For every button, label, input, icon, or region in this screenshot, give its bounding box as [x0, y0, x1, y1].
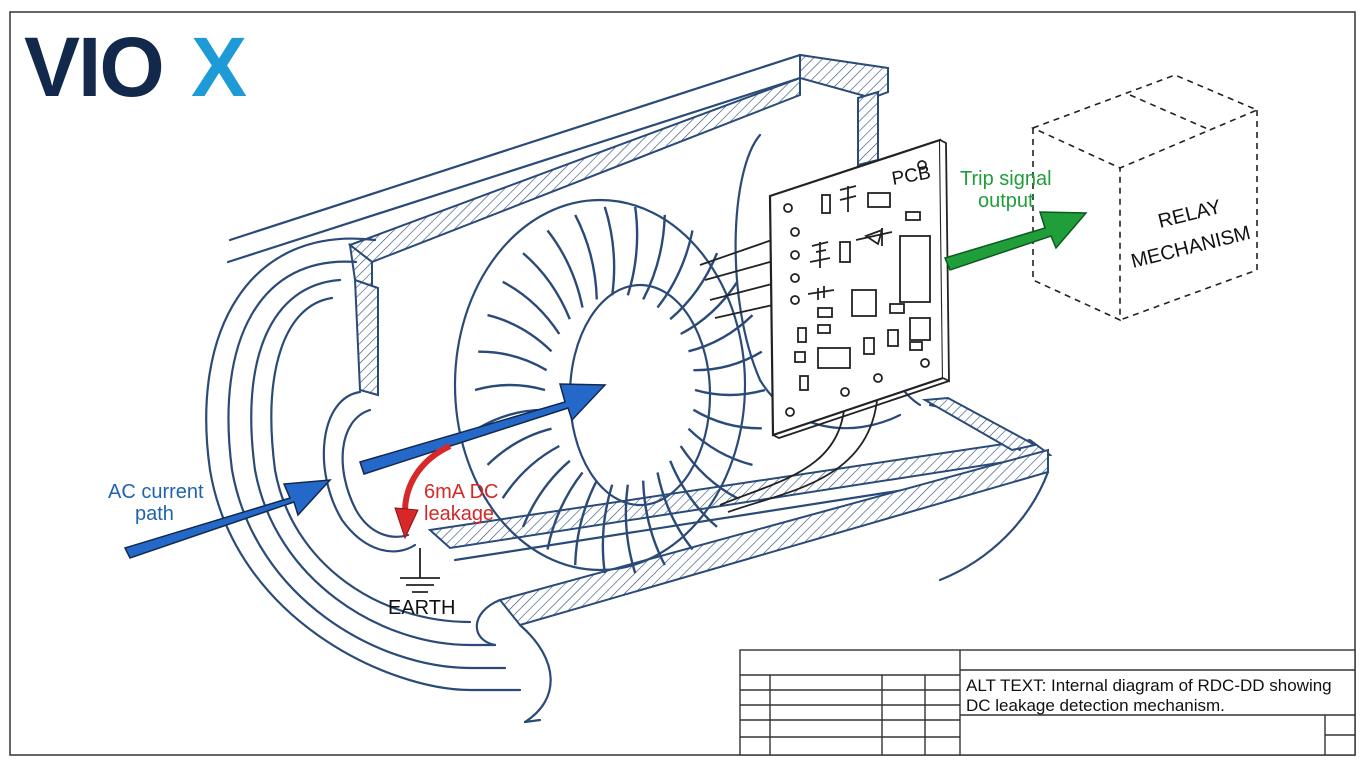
winding-turn [601, 484, 614, 574]
winding-turn [679, 445, 738, 500]
winding-turn [687, 427, 753, 467]
toroid-windings [474, 206, 766, 574]
winding-turn [546, 471, 584, 550]
winding-turn [521, 459, 571, 528]
winding-turn [624, 484, 637, 574]
winding-turn [626, 206, 639, 296]
dc-leakage-arrow [394, 443, 452, 540]
relay-label-line2: MECHANISM [1129, 222, 1253, 273]
alt-text-line1: ALT TEXT: Internal diagram of RDC-DD sho… [966, 676, 1332, 695]
leakage-label-line1: 6mA DC [424, 481, 498, 503]
relay-label-line1: RELAY [1156, 196, 1224, 233]
viox-logo: VIO X [24, 20, 247, 114]
winding-turn [693, 350, 763, 372]
winding-turn [487, 313, 553, 353]
svg-text:X: X [191, 20, 247, 114]
winding-turn [574, 480, 598, 566]
ac-current-label-line1: AC current [108, 481, 204, 503]
winding-turn [642, 214, 666, 300]
winding-turn [642, 480, 666, 566]
ac-current-label-line2: path [135, 503, 174, 525]
trip-signal-label-line2: output [978, 190, 1034, 212]
earth-label: EARTH [388, 597, 455, 619]
drawing-border [9, 11, 1356, 756]
ac-current-arrow [123, 383, 607, 559]
winding-turn [486, 427, 552, 466]
winding-turn [474, 383, 546, 392]
svg-text:VIO: VIO [24, 20, 163, 114]
winding-turn [692, 408, 762, 430]
winding-turn [502, 280, 561, 335]
alt-text-line2: DC leakage detection mechanism. [966, 696, 1225, 715]
winding-turn [522, 252, 571, 320]
earth-ground-icon [400, 548, 440, 593]
trip-signal-arrow [943, 211, 1088, 271]
relay-mechanism-box [1030, 74, 1260, 322]
winding-turn [656, 230, 694, 309]
cylinder-housing [205, 53, 1053, 724]
winding-turn [603, 206, 616, 296]
winding-turn [478, 350, 548, 372]
winding-turn [669, 460, 718, 528]
winding-turn [688, 314, 754, 353]
winding-turn [680, 281, 739, 336]
leakage-label-line2: leakage [424, 503, 494, 525]
winding-turn [656, 472, 694, 551]
toroid-core [453, 198, 766, 574]
trip-signal-label-line1: Trip signal [960, 168, 1052, 190]
winding-turn [501, 444, 560, 499]
winding-turn [546, 229, 584, 308]
title-block [739, 649, 1356, 756]
winding-turn [694, 388, 766, 397]
pcb-board [768, 138, 950, 439]
winding-turn [574, 214, 598, 300]
